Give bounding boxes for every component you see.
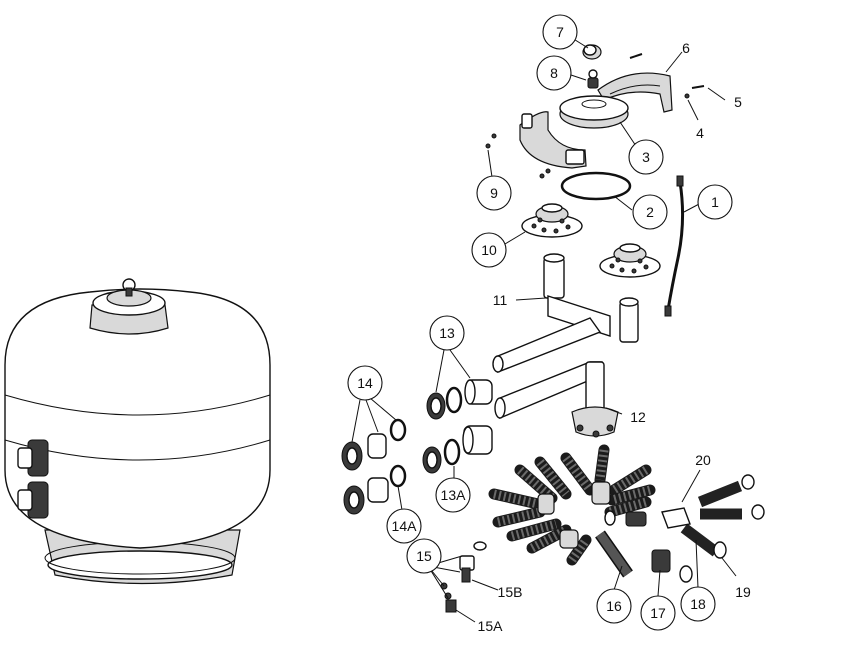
lateral-tube-rib [608, 497, 648, 517]
callout-7: 7 [542, 14, 578, 50]
part-lateral-16 [595, 530, 633, 578]
callout-11-label: 11 [493, 292, 508, 308]
callout-14-label: 14 [357, 375, 373, 391]
callout-9: 9 [476, 175, 512, 211]
part-screws [629, 53, 705, 99]
lateral-tube [488, 488, 544, 510]
part-pipe-assembly [492, 253, 639, 374]
callout-6: 6 [682, 40, 690, 56]
part-union-set-14a [343, 464, 407, 515]
part-lateral-extra [604, 474, 765, 529]
callout-20-label: 20 [695, 452, 711, 468]
callout-7-label: 7 [556, 24, 564, 40]
callout-20: 20 [695, 452, 711, 468]
lateral-tube-rib [611, 466, 649, 494]
callout-18-label: 18 [690, 596, 706, 612]
part-valve-bleed [587, 69, 599, 89]
part-union-set-13a [422, 425, 493, 474]
callout-6-label: 6 [682, 40, 690, 56]
part-lateral-coupling-17 [651, 549, 693, 583]
callout-10: 10 [471, 232, 507, 268]
callout-5-label: 5 [734, 94, 742, 110]
lateral-tube-rib [517, 466, 555, 502]
callout-17-label: 17 [650, 605, 666, 621]
callout-15a-label: 15A [478, 618, 504, 634]
part-clamp-lower [519, 111, 587, 169]
filter-tank [4, 278, 271, 585]
callout-14: 14 [347, 365, 383, 401]
callout-12-label: 12 [630, 409, 646, 425]
lateral-tube-rib [568, 537, 590, 563]
callout-1: 1 [697, 184, 733, 220]
part-clamp-upper [597, 72, 673, 113]
callout-4-label: 4 [696, 125, 704, 141]
callout-14a: 14A [386, 508, 422, 544]
callout-3: 3 [628, 139, 664, 175]
callout-5: 5 [734, 94, 742, 110]
part-lateral-endcap-19 [713, 541, 727, 559]
lateral-tube-rib [529, 526, 569, 552]
part-drain-fittings [440, 541, 487, 613]
callout-15b-label: 15B [498, 584, 523, 600]
callout-19-label: 19 [735, 584, 751, 600]
callout-15b: 15B [498, 584, 523, 600]
part-lid-cover [559, 95, 629, 129]
callout-15: 15 [406, 538, 442, 574]
part-union-set-14 [341, 418, 407, 471]
callout-1-label: 1 [711, 194, 719, 210]
part-knob [582, 44, 602, 60]
callout-4: 4 [696, 125, 704, 141]
callout-18: 18 [680, 586, 716, 622]
callout-16-label: 16 [606, 598, 622, 614]
callout-8-label: 8 [550, 65, 558, 81]
part-small-screws [485, 133, 551, 179]
part-laterals-cluster [488, 444, 656, 566]
callout-9-label: 9 [490, 185, 498, 201]
tank-port-upper [17, 439, 49, 477]
callout-2-label: 2 [646, 204, 654, 220]
lateral-tube-rib [562, 455, 594, 493]
part-lateral-hub-pipe [494, 361, 619, 438]
callout-13a: 13A [435, 477, 471, 513]
callout-10-label: 10 [481, 242, 497, 258]
callout-14a-label: 14A [392, 518, 418, 534]
callout-12: 12 [630, 409, 646, 425]
tank-port-lower [17, 481, 49, 519]
part-air-relief-tube [664, 175, 685, 317]
lateral-tube-rib [536, 459, 570, 497]
callout-2: 2 [632, 194, 668, 230]
lateral-tube-rib [496, 507, 542, 527]
callout-15a: 15A [478, 618, 504, 634]
callout-17: 17 [640, 595, 676, 631]
callout-13: 13 [429, 315, 465, 351]
part-diffuser-left [521, 203, 583, 238]
part-union-set-13 [426, 379, 493, 420]
callout-16: 16 [596, 588, 632, 624]
callout-19: 19 [735, 584, 751, 600]
part-diffuser-right [599, 243, 661, 278]
lateral-tube-rib [610, 485, 652, 505]
lateral-tube-rib [595, 449, 609, 481]
callout-13a-label: 13A [441, 487, 467, 503]
part-o-ring [560, 171, 632, 201]
callout-13-label: 13 [439, 325, 455, 341]
callout-11: 11 [493, 292, 508, 308]
callout-3-label: 3 [642, 149, 650, 165]
callout-8: 8 [536, 55, 572, 91]
callout-15-label: 15 [416, 548, 432, 564]
lateral-tube [506, 518, 562, 542]
tank-lid [89, 278, 169, 335]
part-lateral-18 [680, 523, 720, 557]
